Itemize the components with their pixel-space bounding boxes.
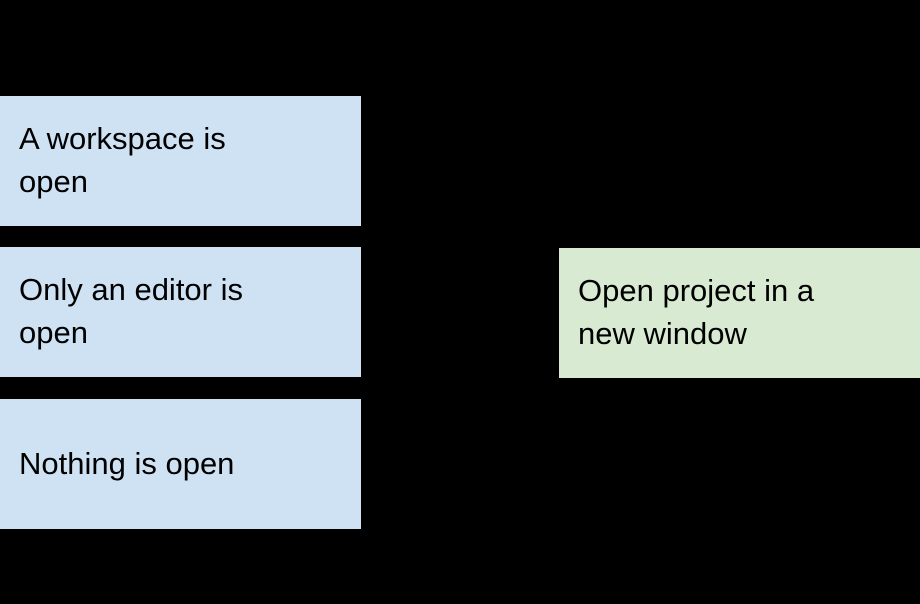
action-box-open-project-new-window: Open project in a new window (559, 248, 920, 378)
state-box-editor-open: Only an editor is open (0, 247, 361, 377)
state-box-editor-open-label: Only an editor is open (19, 272, 243, 350)
state-box-nothing-open-label: Nothing is open (19, 445, 235, 481)
action-box-open-project-new-window-label: Open project in a new window (578, 273, 815, 351)
state-box-nothing-open: Nothing is open (0, 399, 361, 529)
state-box-workspace-open-label: A workspace is open (19, 121, 226, 199)
state-box-workspace-open: A workspace is open (0, 96, 361, 226)
